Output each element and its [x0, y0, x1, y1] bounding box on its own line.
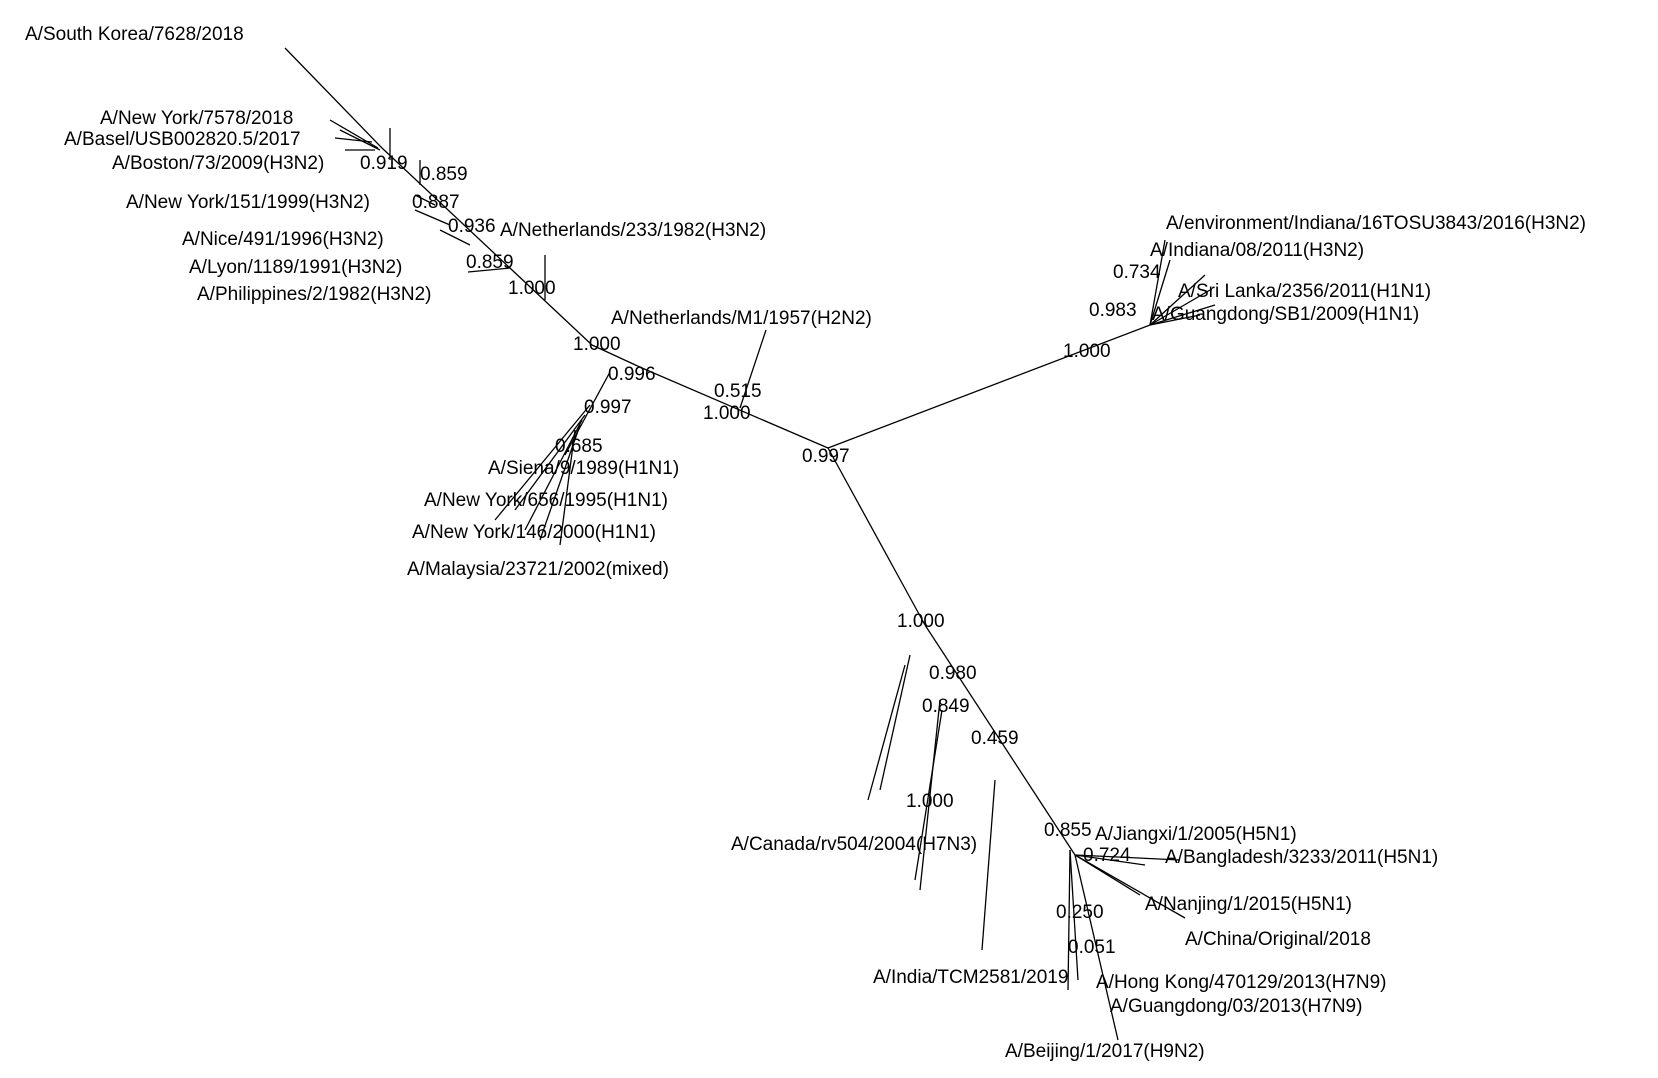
leaf-label: A/Beijing/1/2017(H9N2): [1005, 1041, 1205, 1062]
leaf-label: A/New York/7578/2018: [100, 108, 293, 129]
leaf-label: A/New York/151/1999(H3N2): [126, 192, 370, 213]
branch-h7n9-a: [1067, 849, 1071, 991]
support-value: 0.997: [802, 446, 850, 467]
leaf-label: A/Hong Kong/470129/2013(H7N9): [1096, 972, 1386, 993]
leaf-labels: A/South Korea/7628/2018 A/New York/7578/…: [25, 24, 1586, 1062]
support-value: 0.459: [971, 728, 1019, 749]
leaf-label: A/Indiana/08/2011(H3N2): [1150, 240, 1364, 261]
branch-h7n3-c: [919, 699, 941, 891]
support-value: 1.000: [1063, 341, 1111, 362]
support-value: 0.983: [1089, 300, 1137, 321]
leaf-label: A/Sri Lanka/2356/2011(H1N1): [1178, 281, 1431, 302]
leaf-label: A/China/Original/2018: [1185, 929, 1371, 950]
support-value: 0.734: [1113, 262, 1161, 283]
support-value: 0.515: [714, 381, 762, 402]
branch-1999-tip: [414, 194, 436, 206]
leaf-label: A/environment/Indiana/16TOSU3843/2016(H3…: [1166, 213, 1586, 234]
branch-2018-tip-b: [334, 137, 373, 143]
support-value: 0.859: [420, 164, 468, 185]
branch-h1n1-tip-b: [514, 414, 586, 511]
leaf-label: A/New York/146/2000(H1N1): [412, 522, 656, 543]
support-value: 0.980: [929, 663, 977, 684]
branch-to-swine-clade: [827, 324, 1151, 449]
leaf-label: A/Jiangxi/1/2005(H5N1): [1095, 824, 1297, 845]
leaf-label: A/Nanjing/1/2015(H5N1): [1145, 894, 1352, 915]
support-value: 0.685: [555, 436, 603, 457]
branch-h1n1-tip-e: [524, 419, 583, 531]
support-value: 0.859: [466, 252, 514, 273]
branch-h1n1-tip-d: [559, 429, 576, 546]
branch-h7n3-d: [914, 709, 943, 881]
branch-swine-a: [1149, 239, 1166, 326]
support-values: 0.919 0.859 0.887 0.936 0.859 1.000 1.00…: [360, 153, 1161, 958]
support-value: 0.051: [1068, 937, 1116, 958]
support-value: 1.000: [906, 791, 954, 812]
leaf-label: A/Malaysia/23721/2002(mixed): [407, 559, 669, 580]
support-value: 0.849: [922, 696, 970, 717]
support-value: 0.919: [360, 153, 408, 174]
support-value: 1.000: [897, 611, 945, 632]
branch-h5n1-c: [1074, 854, 1181, 861]
leaf-label: A/Guangdong/03/2013(H7N9): [1110, 996, 1362, 1017]
branch-1991-tip: [439, 229, 471, 246]
leaf-label: A/India/TCM2581/2019: [873, 967, 1068, 988]
branch-avian-spine: [924, 624, 1076, 856]
branch-swine-b: [1149, 274, 1206, 326]
branch-h3n2-spine: [381, 147, 593, 346]
leaf-label: A/Basel/USB002820.5/2017: [64, 129, 301, 150]
branch-h2n2-stem: [739, 329, 767, 409]
branch-center-to-h3n2-clade: [641, 367, 829, 449]
branch-swine-c: [1149, 289, 1211, 326]
branch-india-tip: [981, 779, 996, 951]
support-value: 0.936: [448, 216, 496, 237]
branch-to-avian-clade: [827, 447, 926, 626]
branch-h7n3-b: [867, 664, 906, 801]
branch-swine-f: [1149, 259, 1171, 326]
branch-h3n2-main: [591, 344, 643, 369]
branch-swine-d: [1149, 304, 1216, 326]
branch-h3n2-tip: [284, 47, 383, 149]
support-value: 0.724: [1083, 845, 1131, 866]
tree-branches: [284, 47, 1216, 1041]
support-value: 0.887: [412, 192, 460, 213]
support-value: 1.000: [703, 403, 751, 424]
support-value: 1.000: [573, 334, 621, 355]
branch-1982-tip-b: [467, 267, 511, 273]
branch-h7n3-a: [879, 654, 911, 791]
leaf-label: A/Philippines/2/1982(H3N2): [197, 284, 431, 305]
support-value: 1.000: [508, 278, 556, 299]
branch-2018-tip-a: [329, 119, 379, 149]
leaf-label: A/Bangladesh/3233/2011(H5N1): [1165, 847, 1438, 868]
support-value: 0.996: [608, 364, 656, 385]
branch-h5n1-d: [1074, 854, 1146, 866]
leaf-label: A/Canada/rv504/2004(H7N3): [731, 834, 977, 855]
leaf-label: A/Lyon/1189/1991(H3N2): [189, 257, 402, 278]
branch-2017-tip-b: [339, 129, 381, 151]
branch-h9n2: [1074, 854, 1119, 1041]
leaf-label: A/Guangdong/SB1/2009(H1N1): [1152, 304, 1419, 325]
branch-1996-tip: [414, 209, 451, 226]
support-value: 0.855: [1044, 820, 1092, 841]
branch-h5n1-b: [1074, 854, 1186, 919]
leaf-label: A/Boston/73/2009(H3N2): [112, 153, 324, 174]
leaf-label: A/New York/656/1995(H1N1): [424, 490, 668, 511]
support-value: 0.250: [1056, 902, 1104, 923]
leaf-label: A/Netherlands/233/1982(H3N2): [500, 220, 766, 241]
support-value: 0.997: [584, 397, 632, 418]
leaf-label: A/South Korea/7628/2018: [25, 24, 244, 45]
branch-swine-e: [1149, 314, 1201, 326]
branch-h1n1-stem: [564, 371, 611, 456]
branch-h1n1-tip-a: [494, 404, 591, 521]
leaf-label: A/Netherlands/M1/1957(H2N2): [611, 308, 872, 329]
leaf-label: A/Siena/9/1989(H1N1): [488, 458, 679, 479]
branch-h7n9-b: [1069, 849, 1079, 981]
leaf-label: A/Nice/491/1996(H3N2): [182, 229, 384, 250]
